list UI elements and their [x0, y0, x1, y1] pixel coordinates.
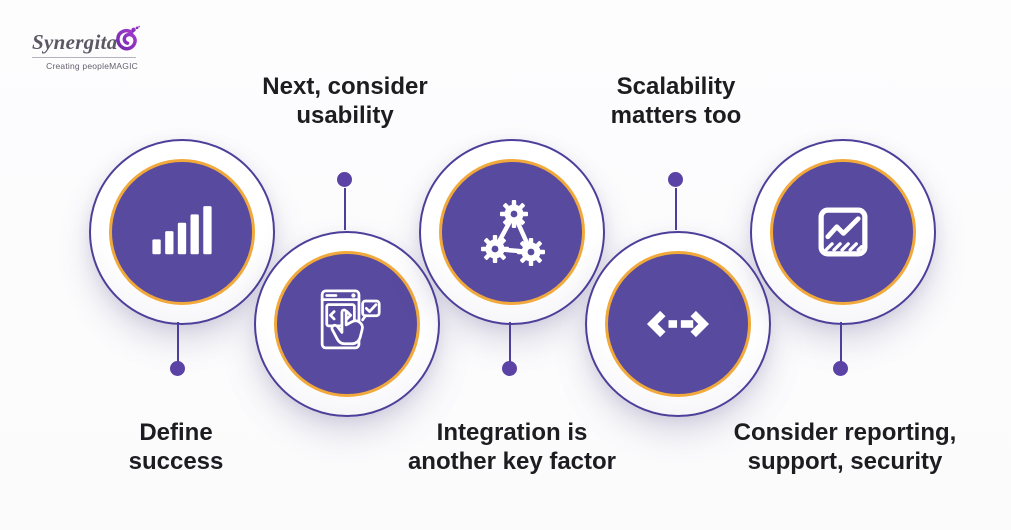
logo-swirl-icon: [116, 25, 140, 51]
mobile-tap-check-icon: [320, 289, 381, 350]
connector-dot: [502, 361, 517, 376]
bar-chart-icon: [152, 206, 212, 255]
step-label-integration: Integration is another key factor: [362, 418, 662, 476]
integration-disc: [439, 159, 585, 305]
logo-divider: [32, 57, 136, 58]
connector-stem: [509, 322, 511, 362]
label-line: Next, consider: [262, 73, 428, 100]
label-line: usability: [296, 102, 394, 129]
label-line: Consider reporting,: [733, 419, 957, 446]
label-line: support, security: [747, 448, 943, 475]
step-label-usability: Next, consider usability: [195, 72, 495, 130]
logo-tagline: Creating peopleMAGIC: [46, 61, 138, 71]
report-chart-icon: [818, 207, 868, 257]
step-circle-scalability: [585, 231, 771, 417]
step-label-reporting: Consider reporting, support, security: [695, 418, 995, 476]
step-circle-usability: [254, 231, 440, 417]
label-line: Scalability: [616, 73, 736, 100]
connector-dot: [833, 361, 848, 376]
connector-stem: [344, 188, 346, 230]
label-line: another key factor: [407, 448, 617, 475]
define-success-disc: [109, 159, 255, 305]
step-circle-define-success: [89, 139, 275, 325]
connector-stem: [675, 188, 677, 230]
usability-disc: [274, 251, 420, 397]
logo-brand-text: Synergita: [32, 30, 118, 54]
step-circle-reporting: [750, 139, 936, 325]
label-line: matters too: [610, 102, 742, 129]
step-label-scalability: Scalability matters too: [526, 72, 826, 130]
label-line: Define: [139, 419, 213, 446]
scalability-disc: [605, 251, 751, 397]
reporting-disc: [770, 159, 916, 305]
step-circle-integration: [419, 139, 605, 325]
connector-dot: [170, 361, 185, 376]
connector-dot: [668, 172, 683, 187]
connector-stem: [840, 322, 842, 362]
left-right-arrows-icon: [646, 310, 710, 338]
step-label-define-success: Define success: [26, 418, 326, 476]
connector-dot: [337, 172, 352, 187]
label-line: Integration is: [436, 419, 588, 446]
connector-stem: [177, 322, 179, 362]
connected-gears-icon: [481, 200, 545, 266]
label-line: success: [128, 448, 224, 475]
